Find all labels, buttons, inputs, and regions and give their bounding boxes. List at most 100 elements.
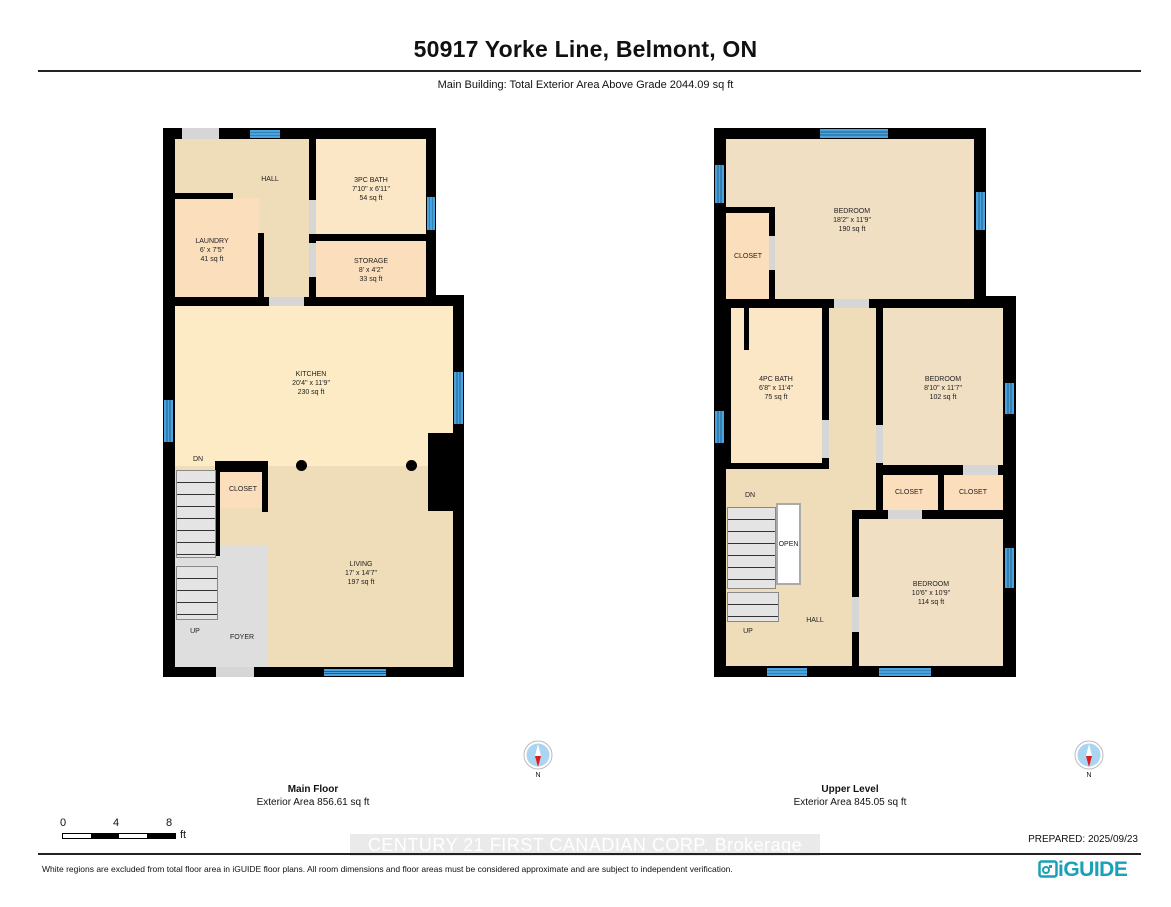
wall (714, 666, 1016, 677)
window (1005, 383, 1014, 414)
main-floor-caption: Main Floor Exterior Area 856.61 sq ft (213, 783, 413, 809)
door[interactable] (876, 425, 883, 463)
brokerage-watermark: CENTURY 21 FIRST CANADIAN CORP. Brokerag… (350, 834, 820, 856)
room-label-closet-2: CLOSET (894, 489, 923, 496)
scale-tick-8: 8 (166, 817, 173, 829)
wall (714, 128, 726, 677)
room-label-closet-3: CLOSET (958, 489, 987, 496)
compass-icon (1074, 740, 1104, 770)
stairs-up-label: UP (743, 628, 753, 635)
door[interactable] (822, 420, 829, 458)
stairs-up[interactable] (727, 592, 779, 622)
wall (822, 308, 829, 468)
room-open (776, 503, 801, 585)
window (976, 192, 985, 230)
window (767, 668, 807, 676)
room-label-closet-1: CLOSET (733, 253, 762, 260)
wall (175, 193, 233, 199)
door[interactable] (963, 465, 998, 475)
wall (428, 433, 454, 511)
stairs-down[interactable] (727, 507, 776, 589)
stairs-down-label: DN (744, 492, 756, 499)
prepared-date: PREPARED: 2025/09/23 (1028, 834, 1138, 845)
room-kitchen (175, 306, 453, 466)
compass-north-label: N (1086, 772, 1092, 779)
window (164, 400, 173, 442)
door[interactable] (888, 510, 922, 519)
total-area-subtitle: Main Building: Total Exterior Area Above… (437, 79, 734, 91)
wall (175, 297, 455, 306)
iguide-logo-text: iGUIDE (1058, 858, 1128, 881)
window (250, 130, 280, 138)
door[interactable] (309, 200, 316, 234)
stairs-down[interactable] (176, 470, 216, 558)
footer-divider (38, 853, 1141, 855)
room-bedroom-3 (859, 519, 1003, 666)
compass-upper-level: N (1074, 740, 1104, 782)
window (324, 669, 386, 676)
upper-level-caption: Upper Level Exterior Area 845.05 sq ft (750, 783, 950, 809)
window (715, 411, 724, 443)
door[interactable] (216, 667, 254, 677)
wall (215, 461, 267, 472)
wall (852, 510, 859, 670)
scale-tick-4: 4 (113, 817, 120, 829)
door[interactable] (834, 299, 869, 308)
wall (726, 207, 775, 213)
iguide-logo: iGUIDE (1038, 858, 1128, 882)
upper-level-area: Exterior Area 845.05 sq ft (793, 797, 907, 808)
wall (876, 465, 1006, 475)
wall (1003, 296, 1016, 677)
column (406, 460, 417, 471)
door[interactable] (269, 297, 304, 306)
room-label-foyer: FOYER (229, 634, 255, 641)
wall (163, 667, 464, 677)
room-closet-1 (726, 212, 770, 299)
window (1005, 548, 1014, 588)
wall (744, 308, 749, 350)
stairs-up-label: UP (190, 628, 200, 635)
window (879, 668, 931, 676)
door[interactable] (852, 597, 859, 632)
wall (262, 461, 268, 512)
wall (852, 510, 1006, 519)
room-storage (316, 241, 426, 297)
wall (163, 128, 436, 139)
wall (938, 475, 944, 510)
room-label-hall-upper: HALL (806, 617, 824, 624)
main-floor-name: Main Floor (287, 784, 339, 795)
door[interactable] (182, 128, 219, 139)
compass-main-floor: N (523, 740, 553, 782)
wall (316, 234, 428, 241)
window (427, 197, 435, 230)
room-closet-main (220, 472, 266, 508)
upper-level-name: Upper Level (821, 784, 879, 795)
door[interactable] (309, 243, 316, 277)
scale-tick-0: 0 (60, 817, 67, 829)
door[interactable] (769, 236, 775, 270)
disclaimer: White regions are excluded from total fl… (42, 864, 733, 874)
page-title: 50917 Yorke Line, Belmont, ON (413, 36, 758, 62)
room-bedroom-2 (883, 308, 1003, 465)
wall (453, 295, 464, 677)
column (296, 460, 307, 471)
main-floor-area: Exterior Area 856.61 sq ft (256, 797, 370, 808)
wall (258, 233, 264, 299)
scale-unit: ft (180, 829, 187, 841)
wall (726, 463, 829, 469)
room-closet-2 (881, 475, 938, 510)
stairs-up[interactable] (176, 566, 218, 620)
wall (876, 306, 883, 516)
room-label-closet: CLOSET (228, 486, 257, 493)
room-label-hall: HALL (261, 176, 279, 183)
wall (215, 461, 220, 556)
iguide-logo-icon (1038, 860, 1058, 878)
window (454, 372, 463, 424)
